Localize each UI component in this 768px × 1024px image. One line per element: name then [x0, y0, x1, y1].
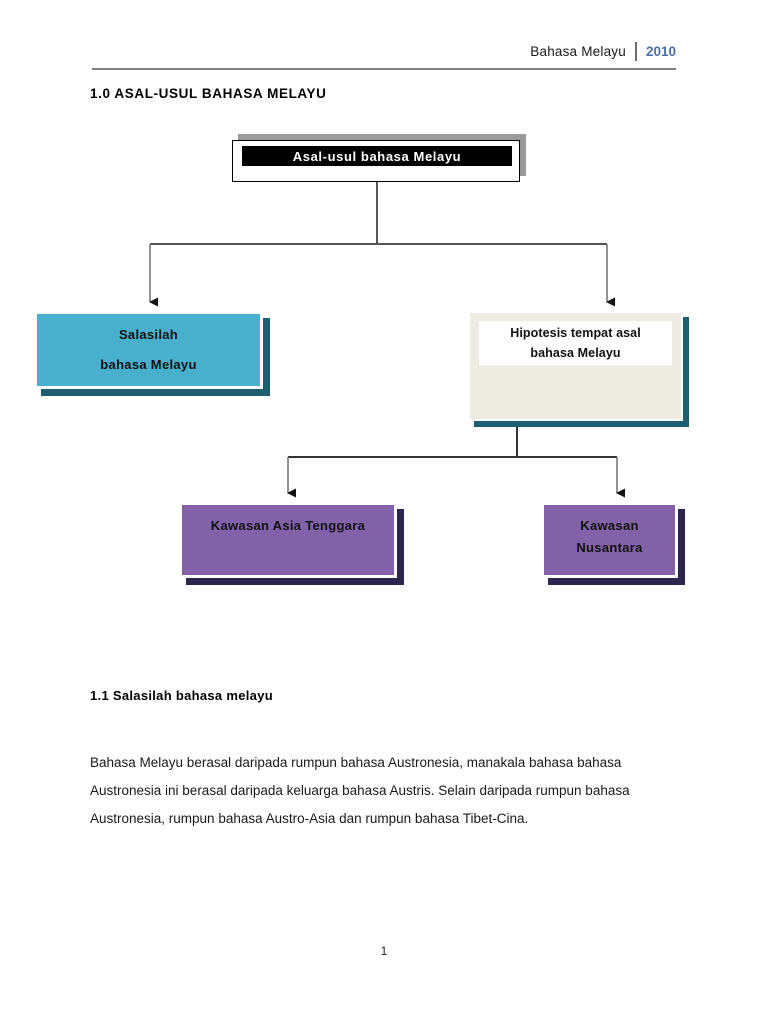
purple-node-1-card: Kawasan Asia Tenggara — [179, 502, 397, 578]
purple-node-2-label-line1: Kawasan — [580, 518, 639, 533]
vertical-bar-icon — [634, 42, 637, 61]
section-heading-1-1: 1.1 Salasilah bahasa melayu — [90, 688, 273, 703]
beige-node-textbox: Hipotesis tempat asal bahasa Melayu — [479, 321, 672, 365]
root-node-label: Asal-usul bahasa Melayu — [292, 148, 462, 164]
header-title: Bahasa Melayu — [530, 44, 626, 59]
section-heading-1-0: 1.0 ASAL-USUL BAHASA MELAYU — [90, 86, 327, 101]
diagram-node-nusantara[interactable]: Kawasan Nusantara — [541, 502, 685, 585]
org-chart-diagram: Asal-usul bahasa Melayu Salasilah bahasa… — [0, 120, 768, 600]
connector-lines — [149, 182, 625, 498]
diagram-node-asia-tenggara[interactable]: Kawasan Asia Tenggara — [179, 502, 404, 585]
diagram-node-root[interactable]: Asal-usul bahasa Melayu — [232, 134, 526, 182]
beige-node-card: Hipotesis tempat asal bahasa Melayu — [468, 311, 683, 421]
header-year: 2010 — [645, 44, 676, 59]
page-footer: 1 — [0, 944, 768, 958]
cyan-node-card: Salasilah bahasa Melayu — [34, 311, 263, 389]
page-header: Bahasa Melayu 2010 — [92, 42, 676, 70]
root-node-label-bar: Asal-usul bahasa Melayu — [242, 146, 512, 166]
root-node-card: Asal-usul bahasa Melayu — [232, 140, 520, 182]
diagram-node-hipotesis[interactable]: Hipotesis tempat asal bahasa Melayu — [468, 311, 689, 427]
page-number: 1 — [380, 944, 388, 958]
body-paragraph: Bahasa Melayu berasal daripada rumpun ba… — [90, 754, 630, 826]
diagram-node-salasilah[interactable]: Salasilah bahasa Melayu — [34, 311, 270, 396]
purple-node-1-label-line1: Kawasan Asia Tenggara — [210, 518, 366, 533]
beige-node-label-line2: bahasa Melayu — [530, 346, 621, 360]
purple-node-2-label-line2: Nusantara — [576, 540, 643, 555]
purple-node-2-card: Kawasan Nusantara — [541, 502, 678, 578]
cyan-node-label-line2: bahasa Melayu — [100, 357, 197, 372]
beige-node-label-line1: Hipotesis tempat asal — [510, 326, 641, 340]
cyan-node-label-line1: Salasilah — [118, 327, 179, 342]
